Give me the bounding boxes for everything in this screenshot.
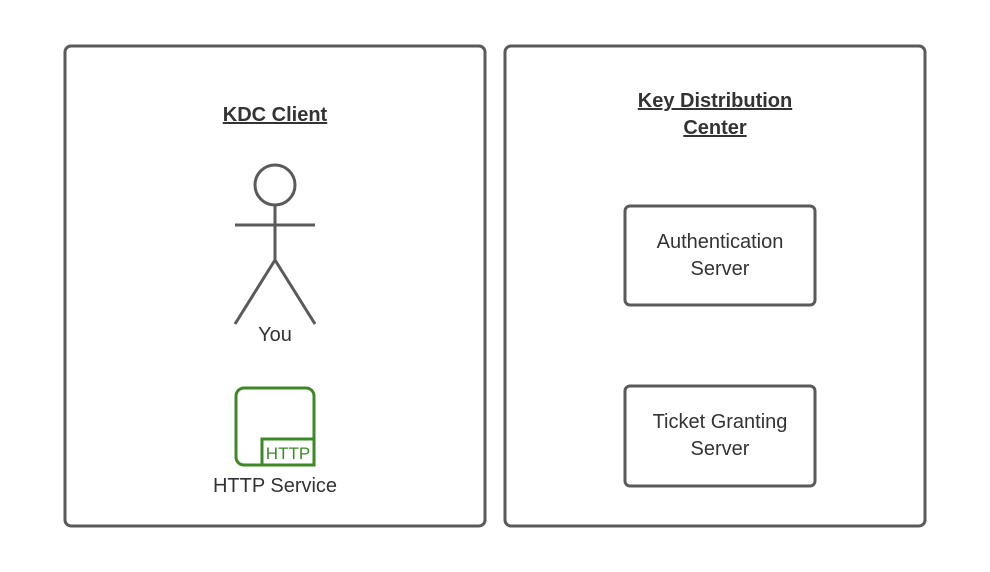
http-service-icon: HTTP xyxy=(234,386,316,467)
ticket-granting-server-box[interactable]: Ticket Granting Server xyxy=(623,384,817,488)
auth-server-line1: Authentication xyxy=(657,231,784,253)
tgs-line1: Ticket Granting xyxy=(653,411,788,433)
kdc-panel: Key Distribution Center Authentication S… xyxy=(503,44,927,528)
kdc-title-line1: Key Distribution xyxy=(638,90,792,112)
tgs-line2: Server xyxy=(691,438,750,460)
you-label: You xyxy=(258,324,292,346)
authentication-server-box[interactable]: Authentication Server xyxy=(623,204,817,307)
kdc-title-line2: Center xyxy=(683,117,747,139)
http-badge: HTTP xyxy=(266,444,310,463)
person-icon xyxy=(233,163,317,325)
auth-server-line2: Server xyxy=(691,258,750,280)
http-service-label: HTTP Service xyxy=(213,475,337,497)
kdc-client-title: KDC Client xyxy=(223,104,328,126)
kdc-client-panel: KDC Client You HTTP HTTP Service xyxy=(63,44,487,528)
